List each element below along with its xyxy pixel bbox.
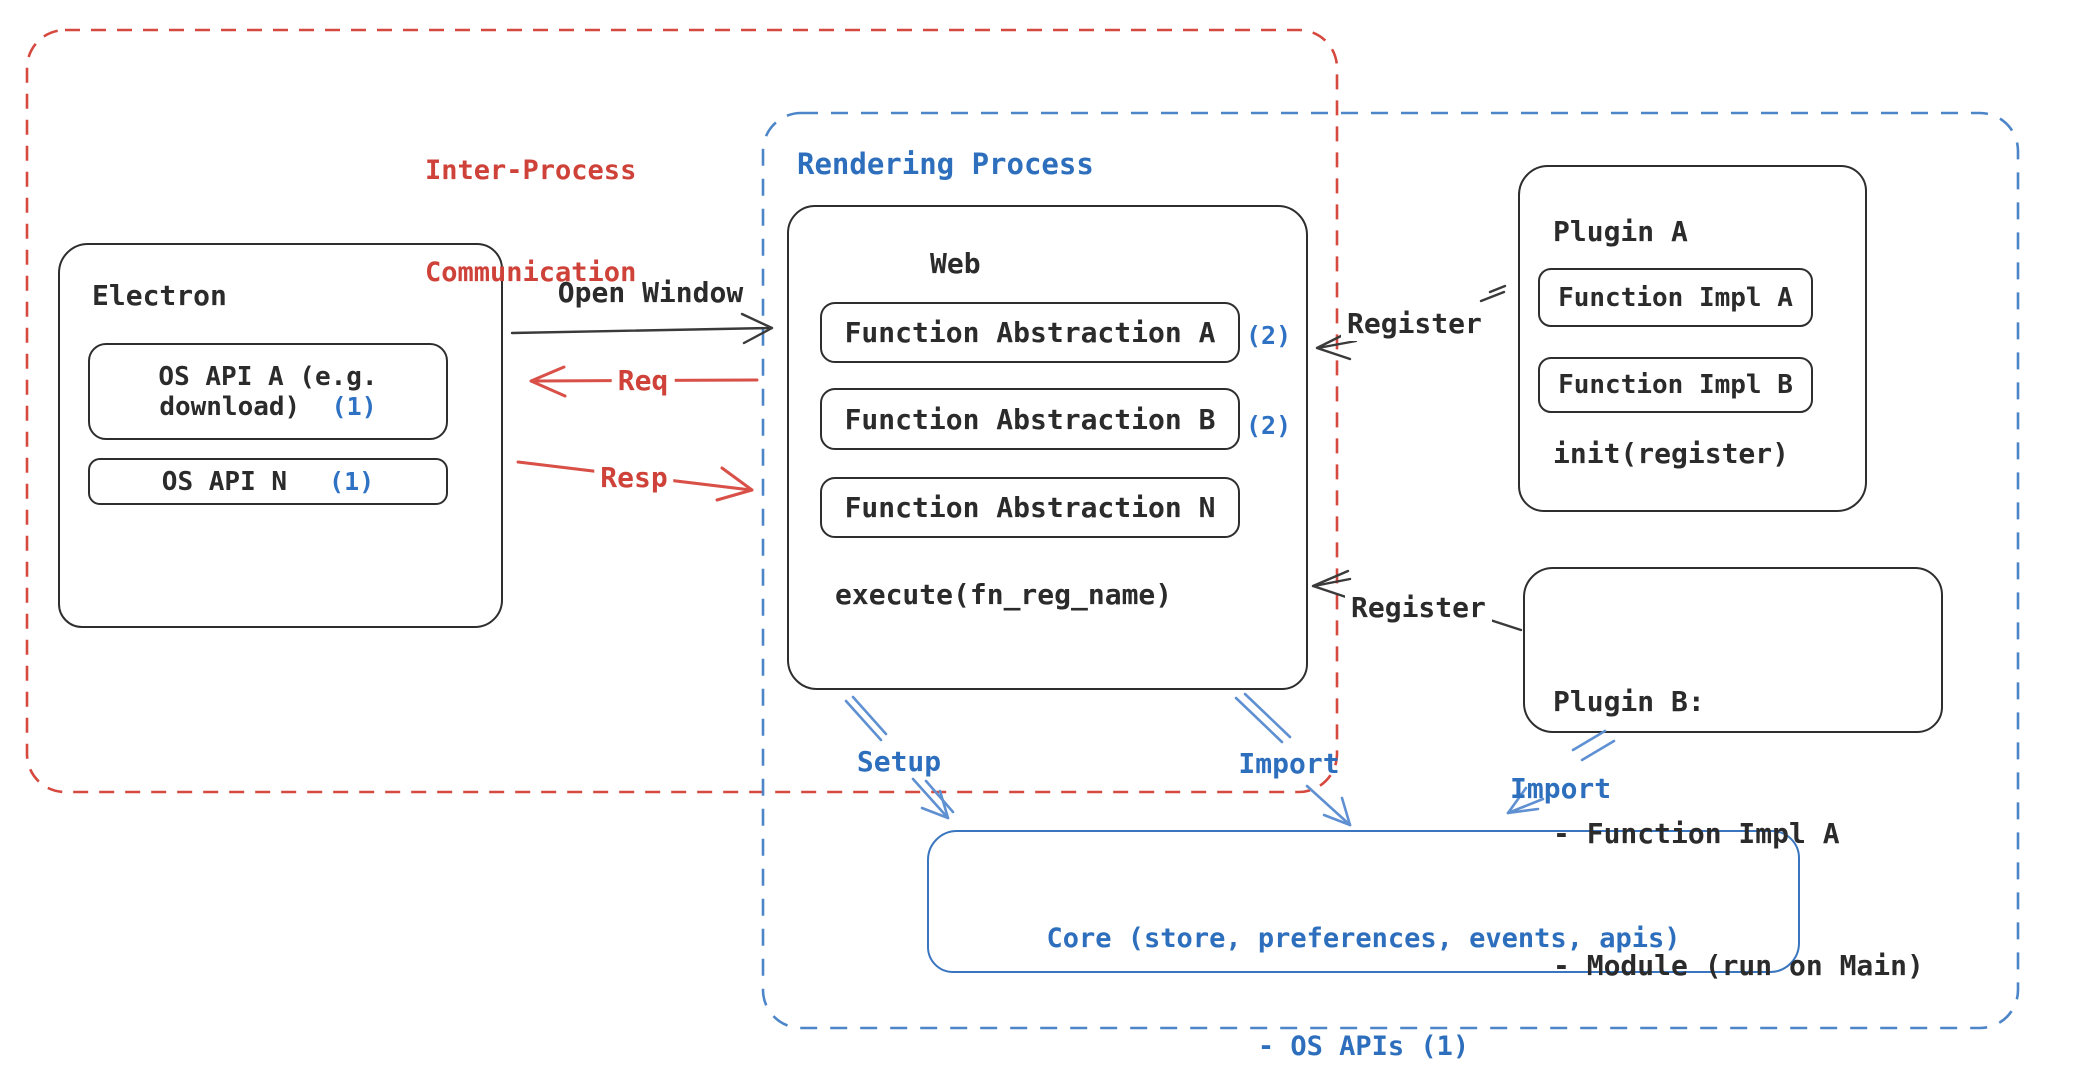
- function-abstraction-a-box: Function Abstraction A: [820, 302, 1240, 363]
- plugin-a-title: Plugin A: [1553, 215, 1688, 248]
- os-api-n-badge: (1): [329, 467, 375, 496]
- init-label: init(register): [1553, 437, 1790, 470]
- plugin-b-title: Plugin B:: [1553, 685, 1705, 718]
- core-line-1: Core (store, preferences, events, apis): [1046, 923, 1681, 954]
- electron-title: Electron: [92, 279, 227, 312]
- function-abstraction-n-box: Function Abstraction N: [820, 477, 1240, 538]
- function-impl-b-label: Function Impl B: [1558, 370, 1793, 400]
- os-api-a-line2-wrap: download) (1): [159, 392, 376, 422]
- os-api-a-line1: OS API A (e.g.: [158, 361, 378, 392]
- os-api-a-badge: (1): [331, 391, 377, 421]
- web-title: Web: [930, 247, 981, 280]
- core-text: Core (store, preferences, events, apis) …: [927, 849, 1800, 1066]
- function-impl-a-box: Function Impl A: [1538, 268, 1813, 327]
- fn-a-badge: (2): [1246, 321, 1292, 350]
- function-abstraction-b-box: Function Abstraction B: [820, 388, 1240, 450]
- resp-label: Resp: [594, 461, 674, 495]
- ipc-title-line1: Inter-Process: [425, 155, 637, 186]
- function-abstraction-b-label: Function Abstraction B: [844, 402, 1216, 436]
- rendering-region-title: Rendering Process: [797, 147, 1094, 181]
- core-line-2: - OS APIs (1): [1257, 1031, 1470, 1062]
- fn-b-badge: (2): [1246, 411, 1292, 440]
- execute-label: execute(fn_reg_name): [835, 578, 1173, 611]
- os-api-n-box: OS API N (1): [88, 458, 448, 505]
- open-window-label: Open Window: [557, 276, 744, 309]
- function-impl-b-box: Function Impl B: [1538, 357, 1813, 413]
- import-plugin-label: Import: [1510, 772, 1612, 805]
- ipc-region-title: Inter-Process Communication: [425, 86, 636, 358]
- register-bottom-label: Register: [1345, 591, 1492, 625]
- setup-label: Setup: [856, 745, 942, 779]
- import-web-label: Import: [1238, 747, 1340, 781]
- req-label: Req: [611, 364, 675, 398]
- os-api-a-box: OS API A (e.g. download) (1): [88, 343, 448, 440]
- os-api-a-line2: download): [159, 391, 301, 422]
- function-impl-a-label: Function Impl A: [1558, 282, 1793, 313]
- os-api-n-label: OS API N: [161, 466, 288, 497]
- function-abstraction-n-label: Function Abstraction N: [844, 491, 1216, 524]
- register-top-label: Register: [1341, 307, 1488, 341]
- function-abstraction-a-label: Function Abstraction A: [844, 316, 1216, 349]
